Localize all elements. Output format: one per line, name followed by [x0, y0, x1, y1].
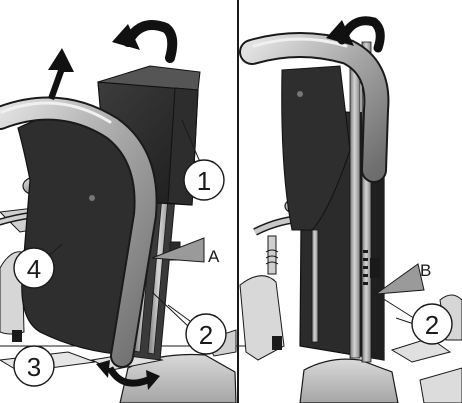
left-panel: A 1 2 3 4	[0, 20, 250, 403]
right-seat-rail	[311, 41, 380, 363]
right-panel: B 2	[239, 16, 462, 403]
svg-text:3: 3	[27, 352, 41, 382]
svg-text:1: 1	[197, 166, 211, 196]
rail-notches	[363, 250, 368, 285]
callout-2-left: 2	[185, 313, 227, 355]
straight-arrow-icon	[48, 48, 74, 100]
svg-text:2: 2	[199, 320, 213, 350]
right-armrest	[239, 32, 390, 231]
callout-2-right: 2	[411, 303, 453, 345]
callout-4: 4	[13, 247, 55, 289]
rotate-arrow-bottom-icon	[96, 360, 160, 390]
pointer-b: B	[374, 261, 431, 295]
label-a: A	[208, 247, 220, 266]
svg-text:2: 2	[425, 310, 439, 340]
svg-text:4: 4	[27, 254, 41, 284]
callout-1: 1	[183, 159, 225, 201]
pointer-a: A	[151, 237, 220, 266]
callout-3: 3	[13, 345, 55, 387]
curved-arrow-icon	[112, 20, 178, 63]
left-armrest	[0, 96, 158, 368]
label-b: B	[420, 261, 431, 280]
right-background-parts	[239, 197, 462, 403]
curved-arrow-right-icon	[326, 16, 385, 53]
